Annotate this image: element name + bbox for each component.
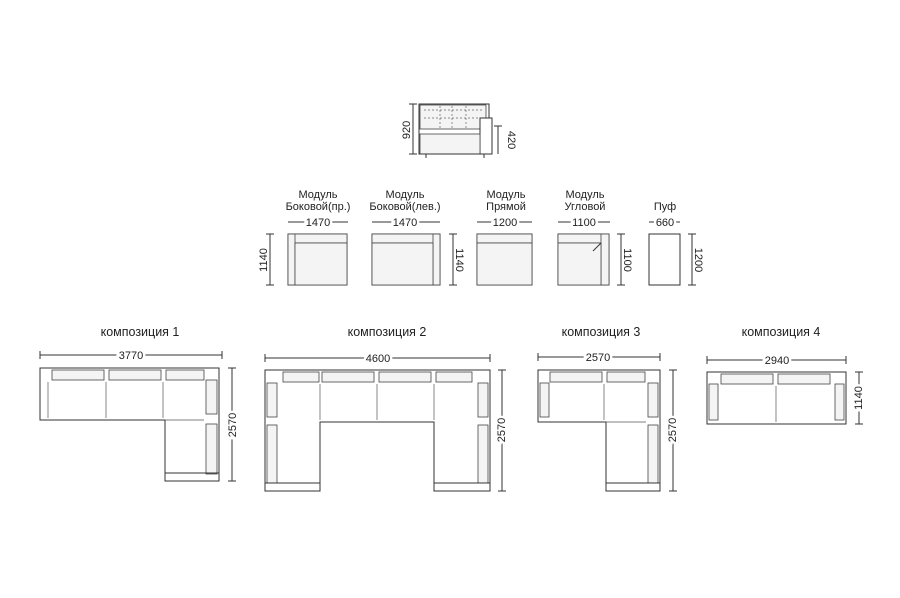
composition-3: композиция 3 2570 2570 (537, 325, 682, 492)
module-3-width-label: 1200 (493, 217, 517, 229)
module-straight: Модуль Прямой 1200 (476, 189, 533, 286)
module-corner: Модуль Угловой 1100 1100 (557, 189, 636, 286)
module-3-name-line1: Модуль (487, 189, 526, 201)
side-view-back-cushion (419, 104, 487, 130)
side-seat-height-label: 420 (505, 131, 517, 149)
module-side-right: Модуль Боковой(пр.) 1470 1140 (256, 189, 351, 286)
composition-1-width-label: 3770 (119, 350, 143, 362)
composition-4-width-label: 2940 (765, 355, 789, 367)
composition-2-title: композиция 2 (348, 325, 427, 339)
composition-4-title: композиция 4 (742, 325, 821, 339)
module-2-name-line1: Модуль (386, 189, 425, 201)
module-side-left: Модуль Боковой(лев.) 1470 1140 (369, 189, 468, 286)
composition-2-outline (264, 369, 491, 492)
module-4-name-line1: Модуль (566, 189, 605, 201)
module-1-depth-label: 1140 (258, 248, 270, 272)
side-view-seat (419, 133, 481, 155)
side-view: 920 420 (401, 103, 517, 158)
module-3-name-line2: Прямой (486, 201, 526, 213)
module-1-name-line1: Модуль (299, 189, 338, 201)
composition-1-depth-label: 2570 (227, 413, 239, 437)
module-5-depth-label: 1200 (692, 248, 704, 272)
module-5-body (648, 233, 681, 286)
module-4-name-line2: Угловой (565, 201, 606, 213)
composition-3-depth-label: 2570 (667, 418, 679, 442)
composition-4: композиция 4 2940 1140 (706, 325, 868, 425)
composition-4-depth-label: 1140 (853, 386, 865, 410)
module-1-width-label: 1470 (306, 217, 330, 229)
module-2-name-line2: Боковой(лев.) (369, 201, 440, 213)
composition-1-title: композиция 1 (101, 325, 180, 339)
composition-2: композиция 2 4600 2570 (264, 325, 511, 492)
side-view-stitching (424, 106, 482, 128)
side-view-armrest (479, 117, 493, 155)
composition-2-width-label: 4600 (366, 353, 390, 365)
module-2-width-label: 1470 (393, 217, 417, 229)
module-2-depth-label: 1140 (453, 248, 465, 272)
module-pouf: Пуф 660 1200 (648, 201, 707, 286)
module-4-depth-label: 1100 (621, 248, 633, 272)
composition-3-width-label: 2570 (586, 352, 610, 364)
composition-3-outline (537, 369, 661, 492)
module-1-name-line2: Боковой(пр.) (286, 201, 351, 213)
composition-1: композиция 1 3770 2570 (39, 325, 242, 482)
module-4-width-label: 1100 (572, 217, 596, 229)
composition-1-outline (39, 367, 220, 482)
module-5-width-label: 660 (656, 217, 674, 229)
side-height-label: 920 (401, 121, 413, 139)
composition-2-depth-label: 2570 (496, 418, 508, 442)
module-5-name: Пуф (654, 201, 676, 213)
composition-3-title: композиция 3 (562, 325, 641, 339)
